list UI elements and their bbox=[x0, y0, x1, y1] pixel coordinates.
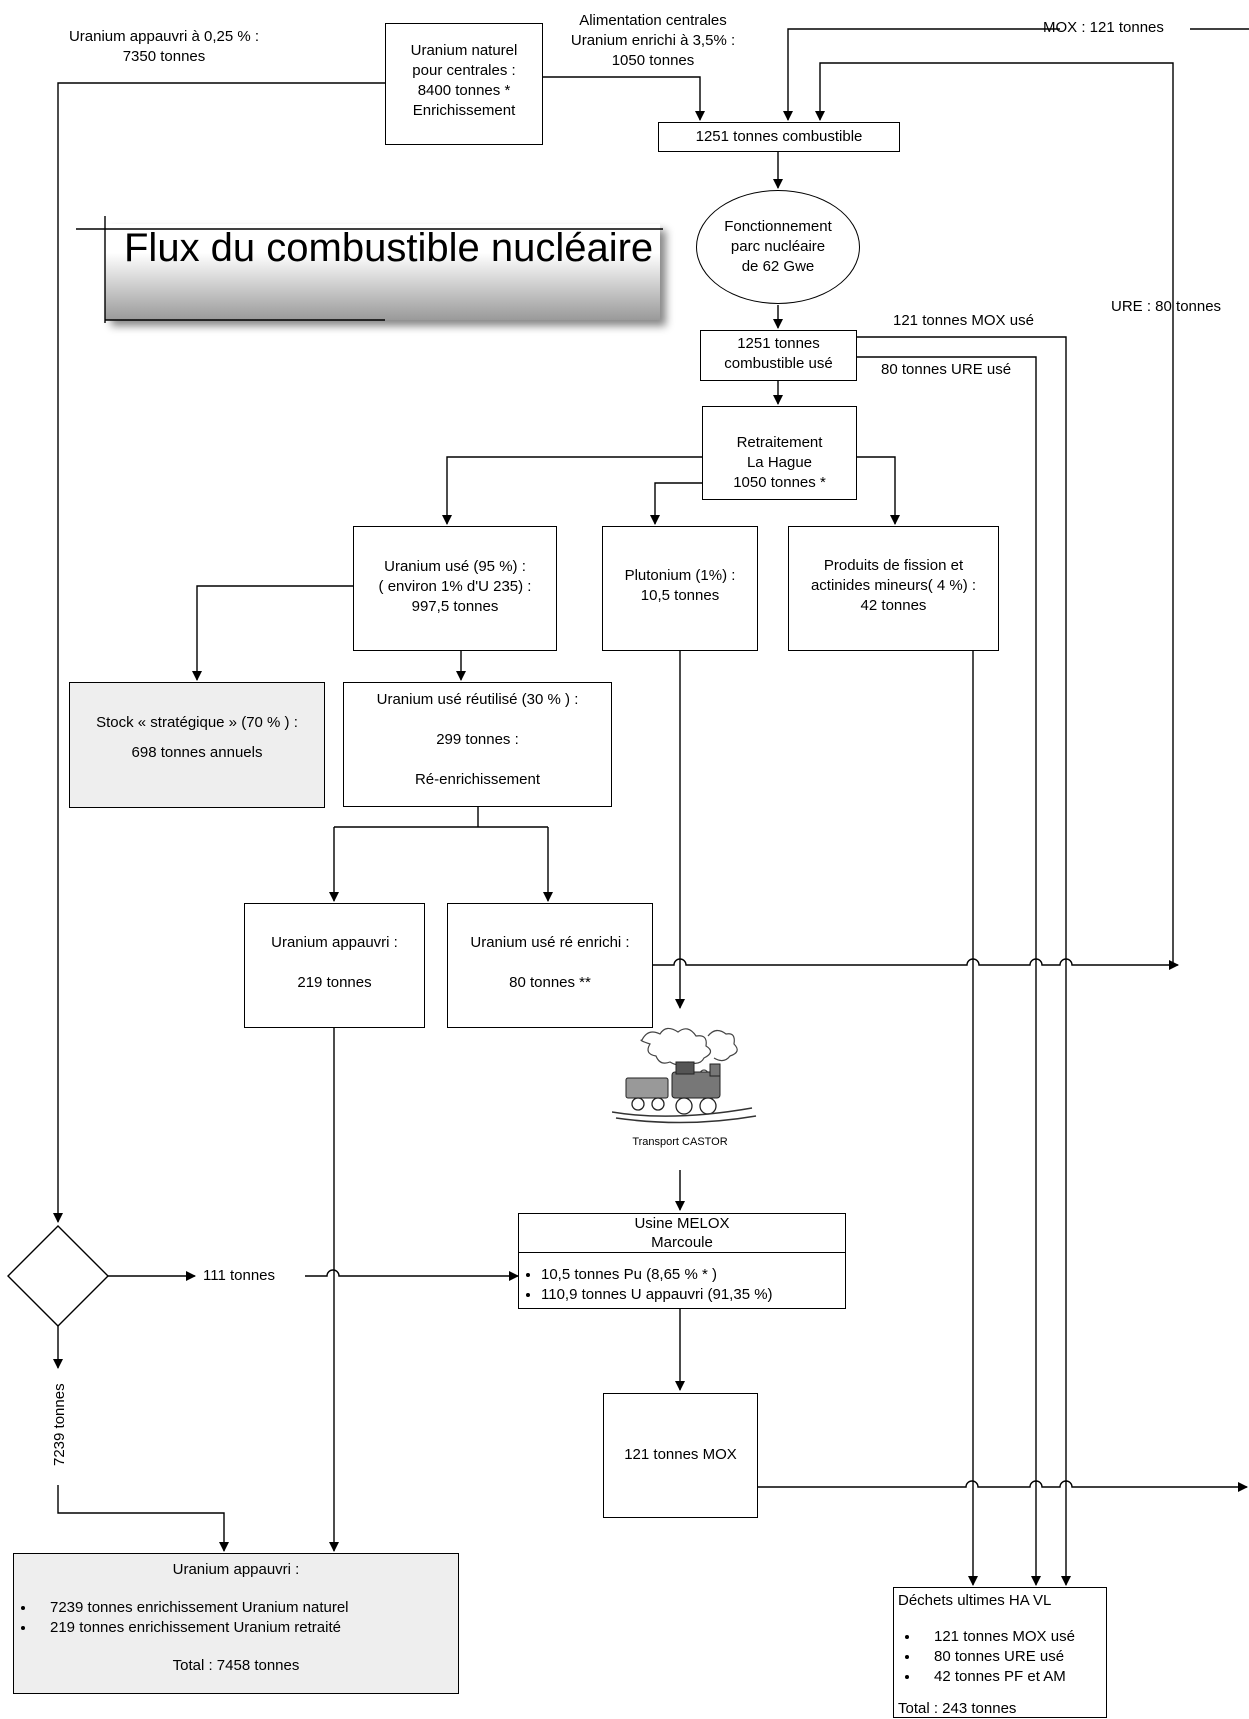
depleted-total-item: 7239 tonnes enrichissement Uranium natur… bbox=[36, 1598, 458, 1618]
flow-mox-top bbox=[783, 28, 1060, 121]
flow-ure-loop bbox=[815, 62, 1174, 965]
label-depleted-7350: Uranium appauvri à 0,25 % : 7350 tonnes bbox=[68, 28, 260, 65]
waste-list: 121 tonnes MOX usé 80 tonnes URE usé 42 … bbox=[898, 1627, 1106, 1687]
node-fleet: Fonctionnement parc nucléaire de 62 Gwe bbox=[696, 190, 860, 304]
node-natural-uranium: Uranium naturel pour centrales : 8400 to… bbox=[385, 23, 543, 145]
label-7239-tonnes: 7239 tonnes bbox=[51, 1383, 68, 1466]
node-used-uranium: Uranium usé (95 %) : ( environ 1% d'U 23… bbox=[353, 526, 557, 651]
label-ure-used: 80 tonnes URE usé bbox=[881, 361, 1012, 378]
label-111-tonnes: 111 tonnes bbox=[203, 1267, 276, 1284]
melox-header: Usine MELOX Marcoule bbox=[519, 1214, 845, 1253]
waste-item: 121 tonnes MOX usé bbox=[920, 1627, 1106, 1647]
melox-item: 110,9 tonnes U appauvri (91,35 %) bbox=[541, 1285, 845, 1305]
node-reused-uranium: Uranium usé réutilisé (30 % ) : 299 tonn… bbox=[343, 682, 612, 807]
flow-7239-to-total bbox=[57, 1485, 229, 1552]
flow-to-plutonium bbox=[650, 482, 702, 525]
node-fission-products: Produits de fission et actinides mineurs… bbox=[788, 526, 999, 651]
label-mox-used: 121 tonnes MOX usé bbox=[893, 312, 1034, 329]
flow-111-to-melox bbox=[305, 1269, 519, 1281]
flow-to-used-uranium bbox=[442, 456, 702, 525]
depleted-total-item: 219 tonnes enrichissement Uranium retrai… bbox=[36, 1618, 458, 1638]
flow-mox-out bbox=[758, 1480, 1248, 1492]
label-alimentation: Alimentation centrales Uranium enrichi à… bbox=[570, 12, 736, 69]
flow-to-fission bbox=[857, 456, 900, 525]
castor-train-illustration bbox=[612, 1027, 757, 1124]
flow-mox-used bbox=[857, 336, 1071, 1586]
flow-to-stock bbox=[192, 585, 353, 681]
node-depleted-219: Uranium appauvri : 219 tonnes bbox=[244, 903, 425, 1028]
node-mox-121: 121 tonnes MOX bbox=[603, 1393, 758, 1518]
label-mox-input: MOX : 121 tonnes bbox=[1043, 19, 1164, 36]
waste-item: 42 tonnes PF et AM bbox=[920, 1667, 1106, 1687]
flow-depleted-7350 bbox=[53, 82, 385, 1223]
decision-diamond bbox=[7, 1225, 109, 1327]
flow-enriched-to-fuel bbox=[543, 76, 705, 121]
depleted-total-sum: Total : 7458 tonnes bbox=[172, 1657, 300, 1674]
melox-list: 10,5 tonnes Pu (8,65 % * ) 110,9 tonnes … bbox=[519, 1265, 845, 1305]
node-reenriched: Uranium usé ré enrichi : 80 tonnes ** bbox=[447, 903, 653, 1028]
flow-reused-split bbox=[334, 807, 548, 828]
waste-total: Total : 243 tonnes bbox=[898, 1700, 1017, 1717]
node-fuel: 1251 tonnes combustible bbox=[658, 122, 900, 152]
node-waste: Déchets ultimes HA VL 121 tonnes MOX usé… bbox=[893, 1587, 1107, 1718]
node-used-fuel: 1251 tonnes combustible usé bbox=[700, 330, 857, 381]
node-melox: Usine MELOX Marcoule 10,5 tonnes Pu (8,6… bbox=[518, 1213, 846, 1309]
label-castor: Transport CASTOR bbox=[632, 1136, 728, 1148]
melox-item: 10,5 tonnes Pu (8,65 % * ) bbox=[541, 1265, 845, 1285]
depleted-total-list: 7239 tonnes enrichissement Uranium natur… bbox=[14, 1598, 458, 1638]
label-ure-input: URE : 80 tonnes bbox=[1111, 298, 1222, 315]
node-depleted-total: Uranium appauvri : 7239 tonnes enrichiss… bbox=[13, 1553, 459, 1694]
flow-reenriched-to-ure bbox=[653, 958, 1179, 970]
waste-item: 80 tonnes URE usé bbox=[920, 1647, 1106, 1667]
flow-ure-used bbox=[857, 356, 1041, 1586]
node-strategic-stock: Stock « stratégique » (70 % ) : 698 tonn… bbox=[69, 682, 325, 808]
node-plutonium: Plutonium (1%) : 10,5 tonnes bbox=[602, 526, 758, 651]
diagram-title: Flux du combustible nucléaire bbox=[124, 226, 654, 270]
node-reprocessing: Retraitement La Hague 1050 tonnes * bbox=[702, 406, 857, 500]
